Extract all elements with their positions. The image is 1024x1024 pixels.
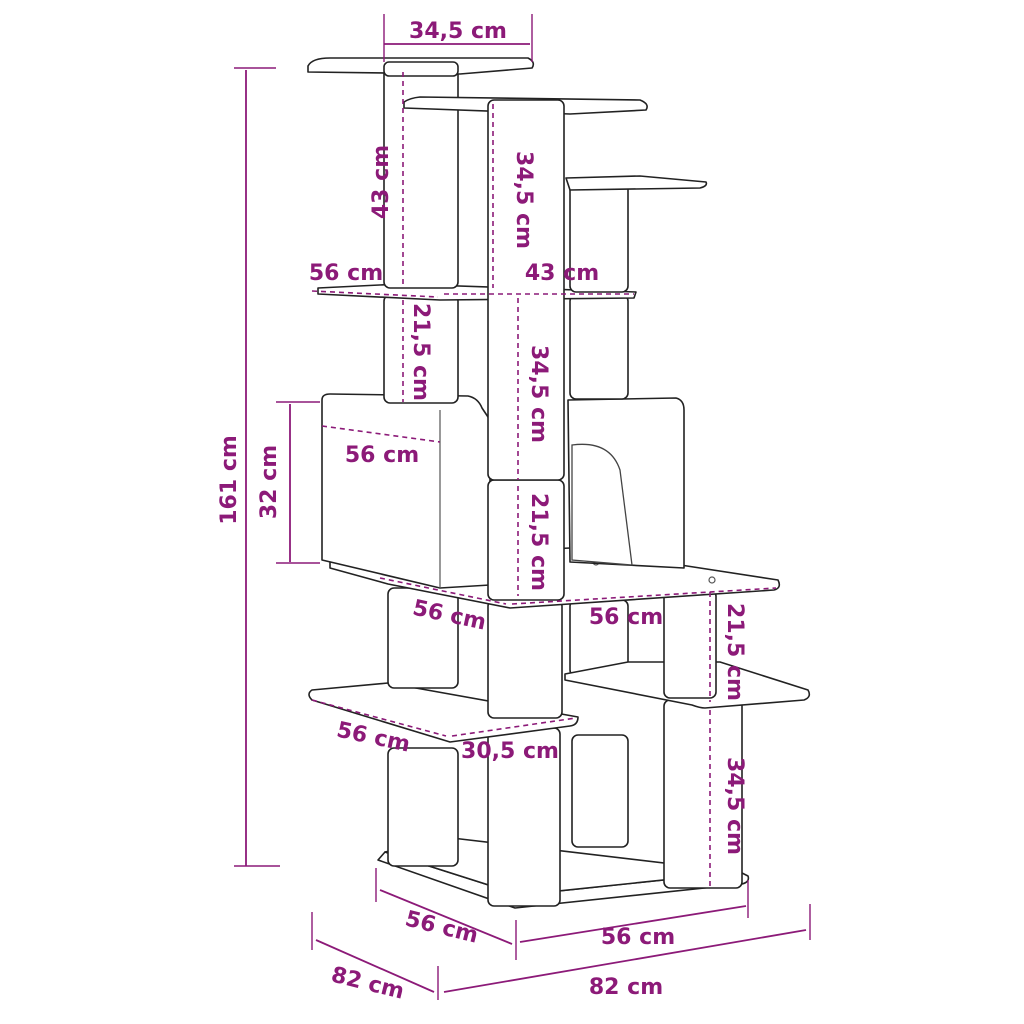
condo-left <box>321 393 491 589</box>
label-post-left-upper: 43 cm <box>369 145 394 219</box>
post-lower-mid-front <box>487 599 563 719</box>
right-upper-platform <box>565 175 708 191</box>
label-post-right-upper: 21,5 cm <box>722 603 747 701</box>
dim-platform-left-line <box>311 290 439 298</box>
dim-width-line <box>443 929 807 993</box>
dim-base-right-line <box>519 905 747 943</box>
label-post-right-lower: 34,5 cm <box>722 757 747 855</box>
post-upper-right-back <box>569 294 629 400</box>
post-middle-tall <box>487 99 565 481</box>
post-top-left <box>383 61 459 289</box>
label-base-left: 56 cm <box>403 907 481 949</box>
deck-hole-2 <box>708 576 716 584</box>
label-platform-right-mid: 43 cm <box>525 261 599 286</box>
label-condo-width: 56 cm <box>345 443 419 468</box>
dim-base-left-line <box>379 889 513 945</box>
lower-left-platform <box>308 682 579 743</box>
post-lower-back-left <box>387 747 459 867</box>
label-overall-width: 82 cm <box>589 975 663 1000</box>
label-top-platform-width: 34,5 cm <box>409 19 507 44</box>
label-base-right: 56 cm <box>601 925 675 950</box>
dimension-lines <box>234 14 811 1000</box>
label-overall-depth: 82 cm <box>329 963 407 1005</box>
label-post-middle-lower: 21,5 cm <box>526 493 551 591</box>
dim-condo-width-line <box>321 425 441 443</box>
dim-lower-platform-right-line <box>451 717 577 737</box>
post-right-front-upper <box>663 589 717 699</box>
label-post-left-mid: 21,5 cm <box>408 303 433 401</box>
post-lower-back-right <box>571 734 629 848</box>
label-condo-height: 32 cm <box>257 445 282 519</box>
dim-deck-left-line <box>379 577 507 605</box>
label-lower-platform-right: 30,5 cm <box>461 739 559 764</box>
dim-deck-right-line <box>511 587 777 605</box>
label-platform-left-mid: 56 cm <box>309 261 383 286</box>
label-deck-right: 56 cm <box>589 605 663 630</box>
cat-tree-illustration <box>307 57 811 909</box>
label-post-middle-upper: 34,5 cm <box>511 151 536 249</box>
label-overall-height: 161 cm <box>217 435 242 525</box>
label-post-middle-mid: 34,5 cm <box>526 345 551 443</box>
dim-depth-line <box>315 939 435 993</box>
condo-right-opening <box>571 443 633 566</box>
post-top-cap <box>383 61 459 77</box>
post-middle-tall-lower <box>487 479 565 601</box>
